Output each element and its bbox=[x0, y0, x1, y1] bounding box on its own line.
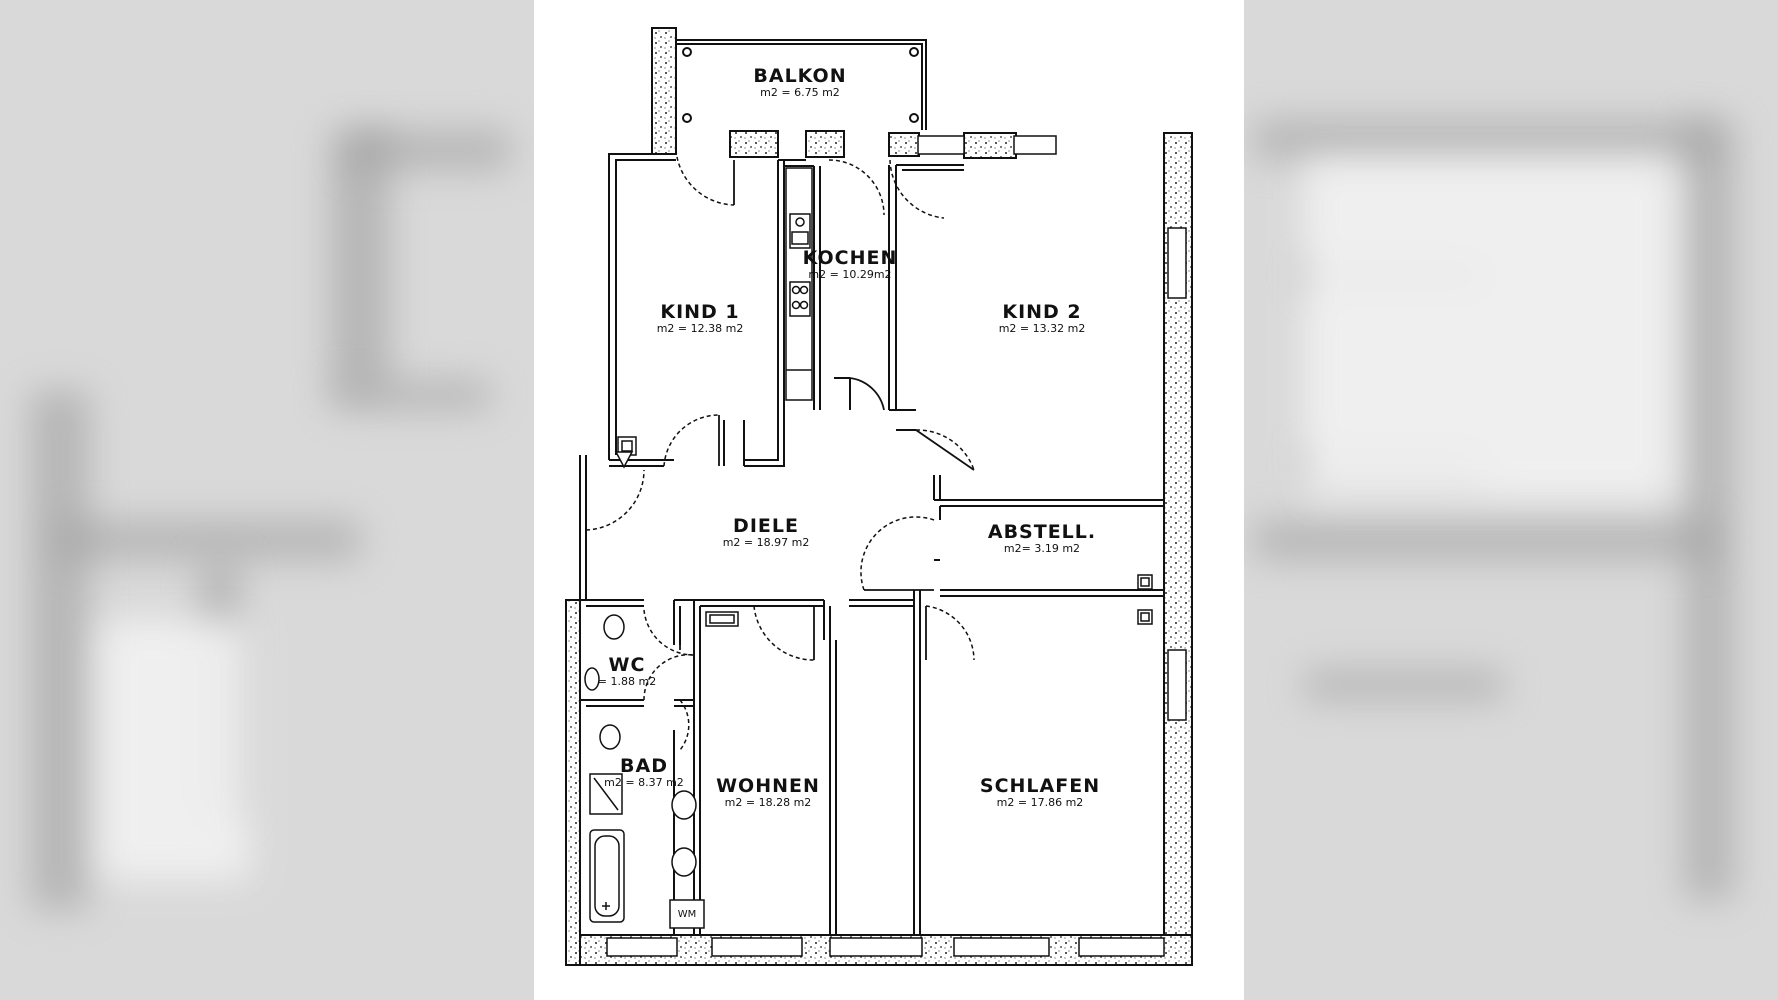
room-name-abstell: ABSTELL. bbox=[987, 521, 1097, 543]
room-diele: DIELE m2 = 18.97 m2 bbox=[723, 516, 810, 550]
room-balkon: BALKON m2 = 6.75 m2 bbox=[753, 66, 846, 100]
balcony-outline bbox=[676, 39, 927, 130]
washing-machine-label: WM bbox=[677, 909, 697, 920]
room-kochen: KOCHEN m2 = 10.29m2 bbox=[803, 248, 898, 282]
room-area-kochen: m2 = 10.29m2 bbox=[808, 268, 892, 281]
blurred-background-right bbox=[1244, 0, 1778, 1000]
room-name-wohnen: WOHNEN bbox=[716, 775, 820, 797]
room-name-bad: BAD bbox=[620, 755, 668, 777]
windows bbox=[606, 135, 1187, 957]
door-swings bbox=[585, 149, 975, 751]
room-area-schlafen: m2 = 17.86 m2 bbox=[996, 796, 1084, 809]
room-area-diele: m2 = 18.97 m2 bbox=[722, 536, 810, 549]
interior-walls bbox=[579, 153, 1164, 935]
shafts bbox=[617, 436, 1153, 627]
room-area-wc: = 1.88 m2 bbox=[597, 675, 657, 688]
kitchen-counter bbox=[785, 167, 813, 401]
floor-plan-drawing bbox=[565, 27, 1193, 966]
room-area-wohnen: m2 = 18.28 m2 bbox=[724, 796, 812, 809]
room-bad: BAD m2 = 8.37 m2 bbox=[604, 756, 684, 790]
room-area-balkon: m2 = 6.75 m2 bbox=[760, 86, 840, 99]
room-name-kind2: KIND 2 bbox=[1002, 301, 1082, 323]
room-schlafen: SCHLAFEN m2 = 17.86 m2 bbox=[980, 776, 1100, 810]
room-kind2: KIND 2 m2 = 13.32 m2 bbox=[999, 302, 1086, 336]
room-kind1: KIND 1 m2 = 12.38 m2 bbox=[657, 302, 744, 336]
room-area-kind1: m2 = 12.38 m2 bbox=[656, 322, 744, 335]
room-wc: WC = 1.88 m2 bbox=[598, 655, 656, 689]
entrance-triangle-icon bbox=[614, 451, 634, 469]
door-leaves bbox=[585, 160, 975, 660]
room-wohnen: WOHNEN m2 = 18.28 m2 bbox=[716, 776, 820, 810]
bathroom-fixtures bbox=[584, 614, 705, 929]
room-name-kind1: KIND 1 bbox=[660, 301, 740, 323]
room-area-kind2: m2 = 13.32 m2 bbox=[998, 322, 1086, 335]
exterior-walls bbox=[565, 27, 1193, 966]
room-area-bad: m2 = 8.37 m2 bbox=[604, 776, 684, 789]
room-abstell: ABSTELL. m2= 3.19 m2 bbox=[988, 522, 1096, 556]
room-name-schlafen: SCHLAFEN bbox=[979, 775, 1101, 797]
room-name-kochen: KOCHEN bbox=[802, 247, 898, 269]
room-name-balkon: BALKON bbox=[753, 65, 847, 87]
floor-plan-sheet: BALKON m2 = 6.75 m2 KOCHEN m2 = 10.29m2 … bbox=[534, 0, 1244, 1000]
room-name-wc: WC bbox=[608, 654, 646, 676]
room-name-diele: DIELE bbox=[733, 515, 799, 537]
blurred-background-left bbox=[0, 0, 534, 1000]
room-area-abstell: m2= 3.19 m2 bbox=[1003, 542, 1081, 555]
